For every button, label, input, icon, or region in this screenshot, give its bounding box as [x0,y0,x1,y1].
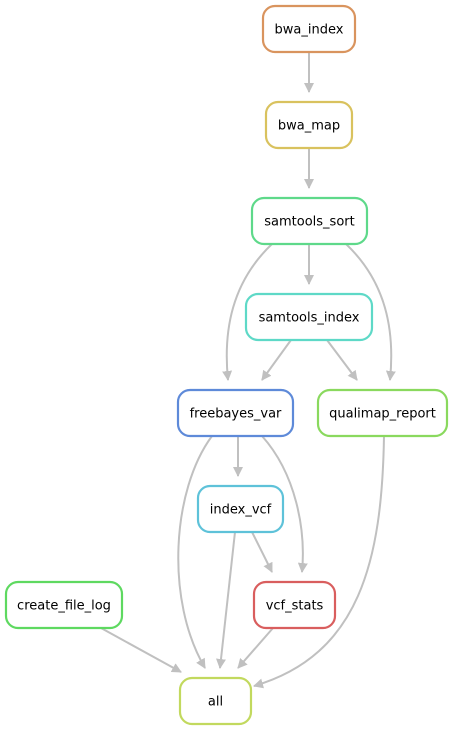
node-label-index_vcf: index_vcf [210,503,272,518]
edge-index_vcf-to-vcf_stats [251,531,273,573]
edge-samtools_sort-to-freebayes_var [222,243,273,381]
node-label-samtools_sort: samtools_sort [264,215,354,230]
node-samtools_index: samtools_index [244,292,374,342]
edge-qualimap_report-to-all [253,435,385,689]
node-label-create_file_log: create_file_log [17,599,111,614]
edge-samtools_index-to-freebayes_var [261,339,292,381]
node-bwa_map: bwa_map [264,100,354,150]
node-bwa_index: bwa_index [261,4,357,54]
edge-samtools_sort-to-qualimap_report [345,243,396,381]
edge-freebayes_var-to-vcf_stats [261,435,308,573]
node-vcf_stats: vcf_stats [252,580,337,630]
nodes-layer: bwa_index bwa_map samtools_sort samtools_in… [4,4,449,726]
node-qualimap_report: qualimap_report [316,388,449,438]
edge-vcf_stats-to-all [237,627,274,669]
node-freebayes_var: freebayes_var [176,388,295,438]
node-box-samtools_index [244,292,374,342]
node-box-samtools_sort [250,196,369,246]
edge-index_vcf-to-all [216,531,236,669]
node-label-bwa_map: bwa_map [278,119,340,134]
node-label-qualimap_report: qualimap_report [329,407,436,422]
node-box-bwa_index [261,4,357,54]
node-create_file_log: create_file_log [4,580,124,630]
node-label-bwa_index: bwa_index [275,23,344,38]
node-box-create_file_log [4,580,124,630]
node-label-all: all [208,695,223,710]
node-label-samtools_index: samtools_index [259,311,360,326]
node-label-vcf_stats: vcf_stats [266,599,324,614]
node-box-qualimap_report [316,388,449,438]
node-box-bwa_map [264,100,354,150]
edge-create_file_log-to-all [100,627,182,673]
edge-samtools_index-to-qualimap_report [326,339,358,381]
node-box-all [178,676,253,726]
node-box-vcf_stats [252,580,337,630]
node-label-freebayes_var: freebayes_var [190,407,282,422]
node-all: all [178,676,253,726]
node-box-index_vcf [196,484,285,534]
node-box-freebayes_var [176,388,295,438]
node-samtools_sort: samtools_sort [250,196,369,246]
node-index_vcf: index_vcf [196,484,285,534]
edges-layer [100,52,396,689]
edge-freebayes_var-to-all [177,435,213,669]
